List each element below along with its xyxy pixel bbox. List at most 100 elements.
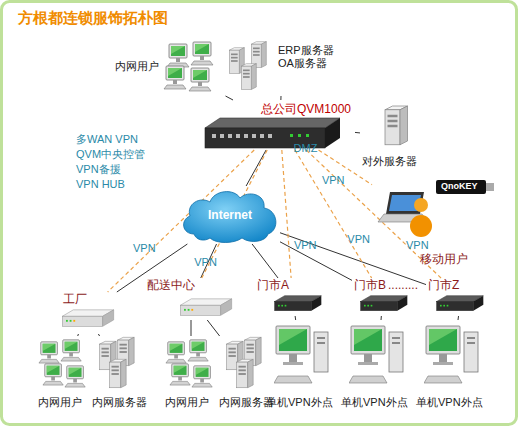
internet-cloud: Internet <box>180 186 280 244</box>
network-link <box>207 320 219 336</box>
pc-icon <box>167 44 189 67</box>
pc-icon <box>189 68 211 91</box>
laptop-base <box>378 214 428 222</box>
network-link <box>295 316 297 320</box>
node-label: 内网用户 <box>115 60 170 73</box>
edge-label: VPN <box>133 242 156 255</box>
annotation-text: QnoKEY <box>441 181 478 192</box>
server-icon <box>385 106 408 145</box>
router-icon <box>275 296 322 311</box>
router-ports <box>212 134 272 138</box>
workstation-icon <box>274 326 328 383</box>
workstation-icon <box>424 326 478 383</box>
node-label: 配送中心 <box>147 278 207 293</box>
pc-icon <box>188 340 208 361</box>
edge-label: VPN <box>347 233 370 246</box>
server-icon <box>251 42 266 68</box>
site-router: 工厂 <box>55 292 117 334</box>
server-icon <box>118 337 135 365</box>
hq-router: 总公司QVM1000 <box>205 100 355 150</box>
device-group: 内网服务器 <box>92 336 152 412</box>
server-icon <box>229 48 244 74</box>
node-label: 内网服务器 <box>92 396 152 409</box>
edge-label: VPN <box>194 256 217 269</box>
pc-icon <box>164 66 186 89</box>
edge-label: VPN <box>406 239 429 252</box>
vpn-tunnel <box>295 150 372 278</box>
router-top <box>205 118 340 128</box>
server-icon <box>227 341 244 369</box>
pc-icon <box>192 366 212 387</box>
pc-icon <box>170 364 190 385</box>
site-router: 配送中心 <box>145 278 237 320</box>
device-group: 内网用户 <box>115 38 227 96</box>
node-label: 内网用户 <box>38 396 90 409</box>
pc-icon <box>191 42 213 65</box>
usb-key <box>436 180 486 194</box>
laptop-screen <box>386 192 424 214</box>
annotation-text: 多WAN VPN <box>76 133 138 146</box>
server-icon <box>245 337 261 365</box>
device-group: 内网用户 <box>38 336 90 412</box>
pc-icon <box>65 366 85 387</box>
node-label: 内网用户 <box>165 396 217 409</box>
node-label: 门市Z <box>428 278 468 293</box>
node-label: 单机VPN外点 <box>266 396 338 409</box>
server-icon <box>110 359 127 387</box>
node-label: 单机VPN外点 <box>416 396 488 409</box>
annotation-text: ......... <box>388 278 418 292</box>
annotation-text: VPN HUB <box>76 178 125 191</box>
annotation-text: QVM中央控管 <box>76 148 145 161</box>
network-link <box>381 316 382 320</box>
node-label: 单机VPN外点 <box>341 396 413 409</box>
network-link <box>355 132 360 133</box>
workstation-icon <box>349 326 403 383</box>
workstation-node: 单机VPN外点 <box>416 320 488 412</box>
pc-icon <box>43 364 63 385</box>
workstation-node: 单机VPN外点 <box>266 320 338 412</box>
edge-label: DMZ <box>294 142 318 155</box>
vpn-tunnel <box>282 150 291 278</box>
site-router: 门市Z <box>426 278 496 316</box>
node-label: 工厂 <box>63 292 103 307</box>
pc-icon <box>39 342 59 363</box>
server-icon <box>100 341 117 369</box>
node-label: Internet <box>180 208 280 223</box>
network-link <box>191 320 192 336</box>
person-head <box>414 198 428 212</box>
workstation-node: 单机VPN外点 <box>341 320 413 412</box>
router-leds <box>290 134 309 137</box>
node-label: 门市A <box>257 278 297 293</box>
node-label: 对外服务器 <box>362 155 422 168</box>
router-side <box>325 118 340 148</box>
router-icon <box>437 296 484 311</box>
network-link <box>98 334 99 336</box>
node-label: ERP服务器 OA服务器 <box>278 44 338 70</box>
server-node: 对外服务器 <box>360 103 422 169</box>
mobile-user: 移动用户 <box>372 180 490 266</box>
device-group: ERP服务器 OA服务器 <box>222 38 342 96</box>
node-label: 门市B <box>354 278 388 293</box>
router-icon <box>62 310 113 327</box>
diagram-title: 方根都连锁服饰拓朴图 <box>18 9 168 27</box>
edge-label: VPN <box>322 174 345 187</box>
usb-plug <box>486 183 494 191</box>
pc-icon <box>166 342 186 363</box>
router-icon <box>361 296 408 311</box>
site-router: 门市A <box>255 278 330 316</box>
annotation-text: VPN备援 <box>76 163 121 176</box>
network-link <box>252 244 278 278</box>
network-link <box>226 96 234 100</box>
person-body <box>410 215 432 237</box>
laptop-display <box>389 195 421 211</box>
server-icon <box>237 359 254 387</box>
network-link <box>280 233 426 285</box>
server-icon <box>241 64 256 90</box>
network-link <box>280 96 281 100</box>
node-label: 总公司QVM1000 <box>261 102 353 117</box>
router-icon <box>180 299 231 316</box>
edge-label: VPN <box>294 239 317 252</box>
network-link <box>458 316 460 320</box>
